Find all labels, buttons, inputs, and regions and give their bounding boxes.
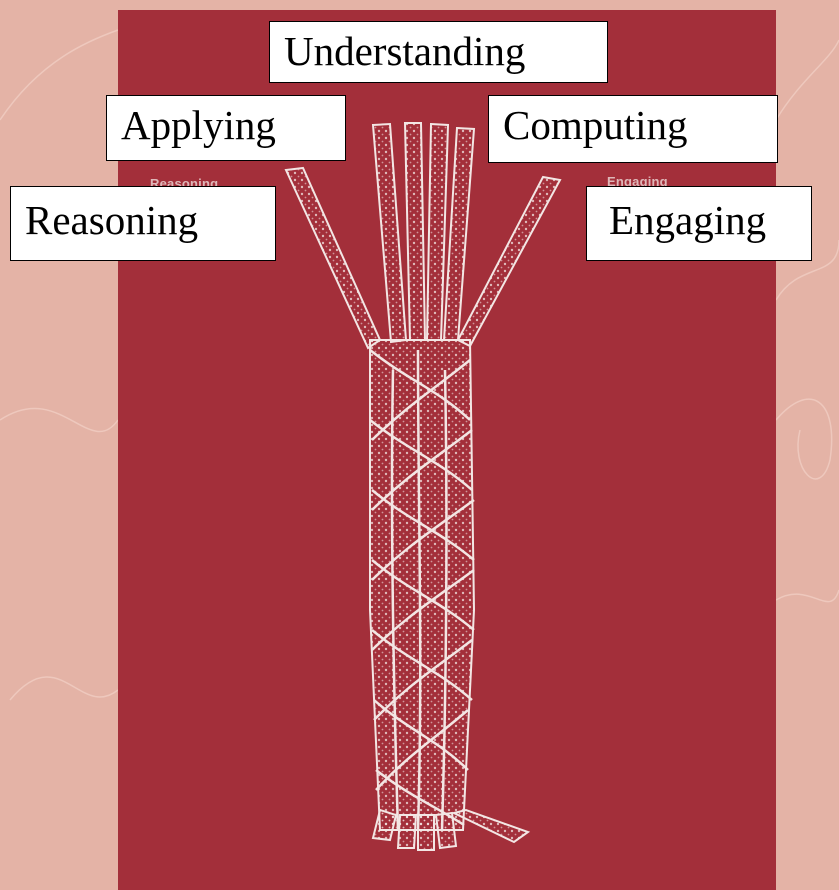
label-engaging: Engaging xyxy=(586,186,812,261)
label-applying: Applying xyxy=(106,95,346,161)
label-reasoning: Reasoning xyxy=(10,186,276,261)
label-understanding: Understanding xyxy=(269,21,608,83)
rope-braid-body xyxy=(370,340,474,830)
label-computing: Computing xyxy=(488,95,778,163)
